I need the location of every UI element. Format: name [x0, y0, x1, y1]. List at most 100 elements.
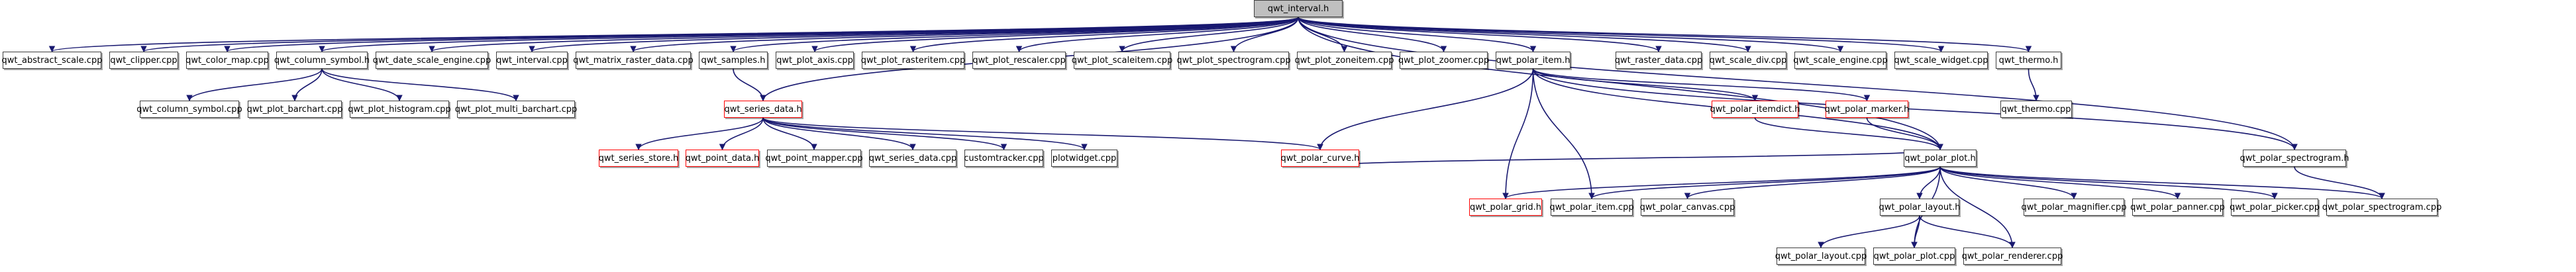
graph-node-qwt-column-symbol-h[interactable]: qwt_column_symbol.h [274, 52, 370, 69]
graph-edge [1298, 17, 1537, 52]
graph-node-qwt-polar-layout-h[interactable]: qwt_polar_layout.h [1879, 199, 1961, 216]
graph-edge [1919, 215, 2016, 248]
graph-node-qwt-plot-barchart-cpp[interactable]: qwt_plot_barchart.cpp [247, 101, 342, 118]
graph-edge [291, 68, 323, 101]
graph-node-qwt-column-symbol-cpp[interactable]: qwt_column_symbol.cpp [136, 101, 242, 118]
graph-node-qwt-scale-engine-cpp[interactable]: qwt_scale_engine.cpp [1793, 52, 1888, 69]
graph-node-qwt-series-store-h[interactable]: qwt_series_store.h [599, 150, 678, 167]
graph-node-qwt-polar-spectrogram-h[interactable]: qwt_polar_spectrogram.h [2240, 150, 2349, 167]
graph-edge [49, 17, 1299, 52]
graph-node-qwt-polar-plot-cpp[interactable]: qwt_polar_plot.cpp [1873, 248, 1955, 265]
graph-node-qwt-plot-histogram-cpp[interactable]: qwt_plot_histogram.cpp [348, 101, 451, 118]
graph-node-customtracker-cpp[interactable]: customtracker.cpp [964, 150, 1044, 167]
graph-edge [1298, 17, 2032, 52]
graph-edge [1502, 166, 1941, 199]
graph-edge [909, 17, 1299, 52]
graph-edge [730, 17, 1299, 52]
graph-edge [1298, 17, 1447, 52]
graph-node-qwt-polar-magnifier-cpp[interactable]: qwt_polar_magnifier.cpp [2022, 199, 2126, 216]
graph-node-qwt-plot-multi-barchart-cpp[interactable]: qwt_plot_multi_barchart.cpp [455, 101, 577, 118]
graph-node-qwt-plot-zoomer-cpp[interactable]: qwt_plot_zoomer.cpp [1398, 52, 1489, 69]
graph-node-qwt-polar-itemdict-h[interactable]: qwt_polar_itemdict.h [1710, 101, 1800, 118]
graph-edge [1015, 17, 1299, 52]
graph-edge [321, 68, 519, 101]
graph-edge [1230, 17, 1299, 52]
graph-node-qwt-plot-rasteritem-cpp[interactable]: qwt_plot_rasteritem.cpp [861, 52, 965, 69]
graph-node-qwt-polar-item-h[interactable]: qwt_polar_item.h [1496, 52, 1571, 69]
graph-edge [762, 117, 1323, 150]
graph-edge [1939, 166, 2385, 199]
graph-node-qwt-samples-h[interactable]: qwt_samples.h [699, 52, 768, 69]
graph-edge [1939, 166, 2181, 199]
graph-edge [1502, 68, 1534, 199]
graph-edge [762, 117, 916, 150]
graph-node-qwt-plot-zoneitem-cpp[interactable]: qwt_plot_zoneitem.cpp [1294, 52, 1394, 69]
graph-node-qwt-polar-spectrogram-cpp[interactable]: qwt_polar_spectrogram.cpp [2322, 199, 2442, 216]
graph-node-qwt-interval-h[interactable]: qwt_interval.h [1254, 0, 1343, 17]
graph-edge [762, 117, 817, 150]
graph-node-qwt-scale-widget-cpp[interactable]: qwt_scale_widget.cpp [1894, 52, 1988, 69]
graph-node-qwt-date-scale-engine-cpp[interactable]: qwt_date_scale_engine.cpp [373, 52, 491, 69]
graph-edge [429, 17, 1299, 52]
graph-node-qwt-point-data-h[interactable]: qwt_point_data.h [686, 150, 759, 167]
graph-edge [1588, 166, 1941, 199]
graph-edge [733, 68, 766, 101]
graph-edge [762, 117, 1088, 150]
graph-node-qwt-series-data-cpp[interactable]: qwt_series_data.cpp [869, 150, 956, 167]
graph-edge [1298, 17, 1943, 150]
graph-node-qwt-series-data-h[interactable]: qwt_series_data.h [724, 101, 802, 118]
graph-edge [1298, 17, 1844, 52]
graph-edge [2294, 166, 2385, 199]
graph-node-qwt-point-mapper-cpp[interactable]: qwt_point_mapper.cpp [765, 150, 863, 167]
graph-node-qwt-polar-marker-h[interactable]: qwt_polar_marker.h [1825, 101, 1909, 118]
graph-edge [1532, 68, 2298, 150]
graph-node-qwt-color-map-cpp[interactable]: qwt_color_map.cpp [185, 52, 269, 69]
graph-edge [1939, 166, 2077, 199]
graph-node-qwt-scale-div-cpp[interactable]: qwt_scale_div.cpp [1710, 52, 1786, 69]
graph-node-qwt-matrix-raster-data-cpp[interactable]: qwt_matrix_raster_data.cpp [573, 52, 694, 69]
graph-node-qwt-polar-panner-cpp[interactable]: qwt_polar_panner.cpp [2130, 199, 2225, 216]
graph-edge [1754, 117, 1943, 150]
graph-node-qwt-polar-canvas-cpp[interactable]: qwt_polar_canvas.cpp [1640, 199, 1735, 216]
graph-edge [635, 117, 764, 150]
graph-edge [762, 117, 1007, 150]
graph-node-plotwidget-cpp[interactable]: plotwidget.cpp [1051, 150, 1117, 167]
graph-edge [719, 117, 764, 150]
graph-node-qwt-polar-plot-h[interactable]: qwt_polar_plot.h [1904, 150, 1977, 167]
graph-edge [1532, 68, 1595, 199]
graph-node-qwt-clipper-cpp[interactable]: qwt_clipper.cpp [109, 52, 178, 69]
graph-edge [321, 68, 403, 101]
graph-node-qwt-thermo-h[interactable]: qwt_thermo.h [1996, 52, 2061, 69]
graph-node-qwt-raster-data-cpp[interactable]: qwt_raster_data.cpp [1615, 52, 1702, 69]
graph-node-qwt-polar-curve-h[interactable]: qwt_polar_curve.h [1281, 150, 1359, 167]
graph-edge [319, 17, 1299, 52]
graph-edge [1119, 17, 1299, 52]
graph-edge [1298, 17, 1662, 52]
graph-node-qwt-plot-axis-cpp[interactable]: qwt_plot_axis.cpp [776, 52, 854, 69]
graph-node-qwt-plot-scaleitem-cpp[interactable]: qwt_plot_scaleitem.cpp [1072, 52, 1172, 69]
graph-edge [1866, 117, 1943, 150]
graph-edge [1298, 17, 2298, 150]
graph-edge [1911, 215, 1920, 248]
graph-node-qwt-polar-renderer-cpp[interactable]: qwt_polar_renderer.cpp [1962, 248, 2063, 265]
graph-node-qwt-plot-spectrogram-cpp[interactable]: qwt_plot_spectrogram.cpp [1176, 52, 1291, 69]
graph-edge [224, 17, 1299, 52]
graph-node-qwt-polar-grid-h[interactable]: qwt_polar_grid.h [1469, 199, 1542, 216]
graph-node-qwt-plot-rescaler-cpp[interactable]: qwt_plot_rescaler.cpp [972, 52, 1066, 69]
graph-edge [1684, 166, 1941, 199]
graph-node-qwt-polar-picker-cpp[interactable]: qwt_polar_picker.cpp [2230, 199, 2320, 216]
graph-edge [1317, 68, 1534, 150]
graph-edge [1916, 166, 1941, 199]
graph-node-qwt-interval-cpp[interactable]: qwt_interval.cpp [496, 52, 568, 69]
graph-node-qwt-polar-layout-cpp[interactable]: qwt_polar_layout.cpp [1775, 248, 1867, 265]
graph-edge [1319, 149, 1943, 167]
graph-edge [140, 17, 1299, 52]
graph-node-qwt-thermo-cpp[interactable]: qwt_thermo.cpp [2000, 101, 2072, 118]
graph-edge [529, 17, 1299, 52]
graph-node-qwt-abstract-scale-cpp[interactable]: qwt_abstract_scale.cpp [2, 52, 102, 69]
graph-node-qwt-polar-item-cpp[interactable]: qwt_polar_item.cpp [1549, 199, 1634, 216]
graph-edge [1298, 17, 1751, 52]
graph-edge [1532, 68, 1871, 101]
graph-edge [1298, 17, 1348, 52]
